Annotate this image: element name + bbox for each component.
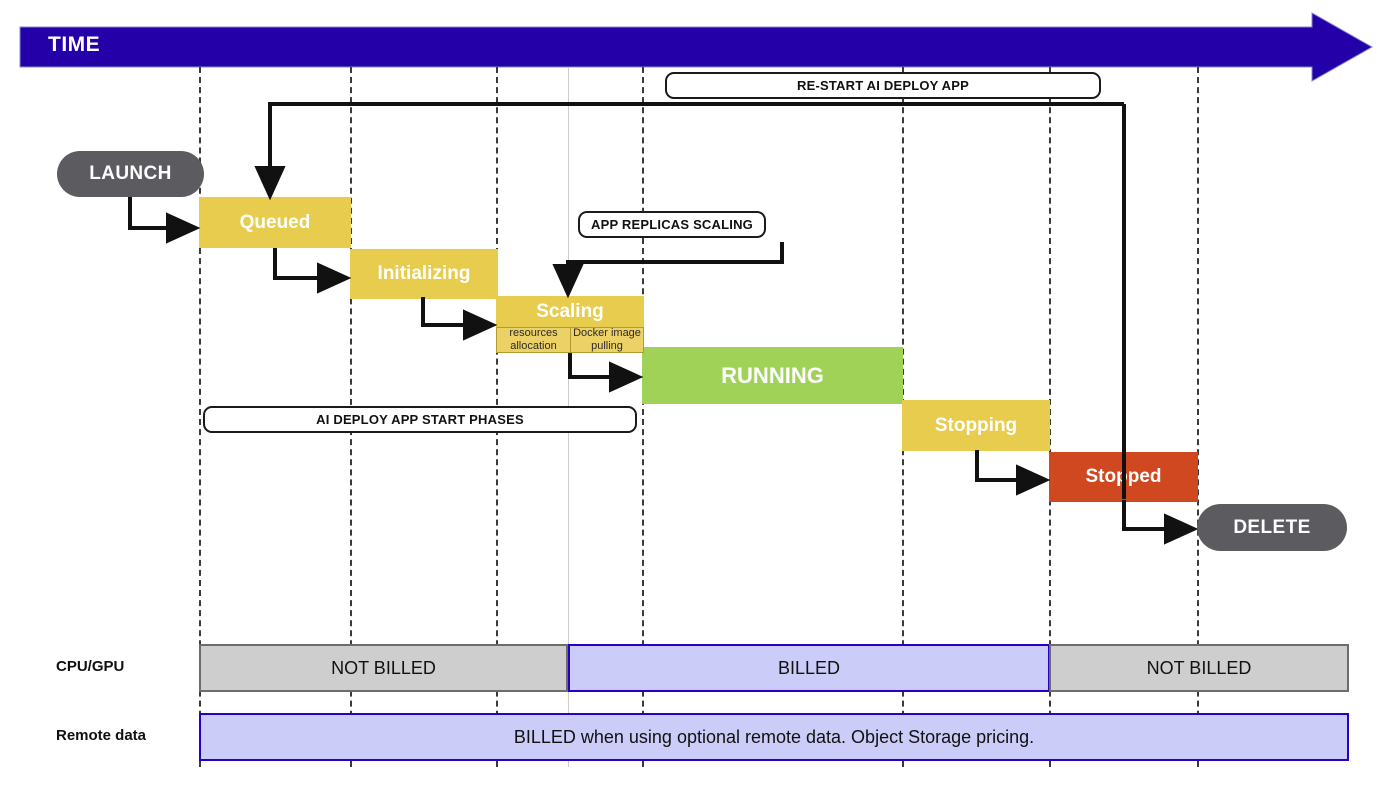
phase-running[interactable]: RUNNING — [642, 347, 903, 404]
phase-queued[interactable]: Queued — [199, 197, 351, 248]
subphase-docker-image-pulling-label: Docker image pulling — [573, 327, 641, 352]
gridline-5 — [642, 67, 644, 767]
phase-stopped-label: Stopped — [1085, 466, 1162, 487]
cpu-gpu-billed: BILLED — [568, 644, 1050, 692]
launch-badge[interactable]: LAUNCH — [57, 151, 204, 197]
phase-queued-label: Queued — [239, 211, 311, 233]
phase-initializing[interactable]: Initializing — [350, 249, 498, 299]
phase-running-label: RUNNING — [721, 362, 824, 388]
gridline-7 — [1049, 67, 1051, 767]
remote-data-billed-label: BILLED when using optional remote data. … — [513, 726, 1035, 747]
subphase-docker-image-pulling[interactable]: Docker image pulling — [570, 327, 644, 353]
callout-app-replicas-scaling[interactable]: APP REPLICAS SCALING — [578, 211, 766, 238]
gridline-8 — [1197, 67, 1199, 767]
phase-scaling-label: Scaling — [536, 301, 604, 322]
remote-data-billed: BILLED when using optional remote data. … — [199, 713, 1349, 761]
launch-badge-label: LAUNCH — [89, 163, 172, 184]
delete-badge-label: DELETE — [1233, 516, 1311, 538]
phase-stopped[interactable]: Stopped — [1049, 452, 1198, 502]
gridline-1 — [199, 67, 201, 767]
phase-initializing-label: Initializing — [377, 263, 471, 284]
callout-restart-ai-deploy-app[interactable]: RE-START AI DEPLOY APP — [665, 72, 1101, 99]
callout-start-phases-label: AI DEPLOY APP START PHASES — [316, 412, 524, 427]
phase-stopping[interactable]: Stopping — [902, 400, 1050, 451]
time-axis-label: TIME — [48, 33, 101, 56]
phase-stopping-label: Stopping — [934, 414, 1018, 436]
callout-ai-deploy-app-start-phases[interactable]: AI DEPLOY APP START PHASES — [203, 406, 637, 433]
cpu-gpu-not-billed-right-label: NOT BILLED — [1146, 657, 1252, 678]
row-label-remote-data: Remote data — [56, 727, 147, 744]
subphase-resources-allocation[interactable]: resources allocation — [496, 327, 571, 353]
phase-scaling[interactable]: Scaling — [496, 296, 644, 328]
cpu-gpu-not-billed-right: NOT BILLED — [1049, 644, 1349, 692]
cpu-gpu-not-billed-left: NOT BILLED — [199, 644, 568, 692]
callout-replicas-label: APP REPLICAS SCALING — [591, 217, 753, 232]
row-label-cpu-gpu: CPU/GPU — [56, 658, 125, 675]
delete-badge[interactable]: DELETE — [1197, 504, 1347, 551]
cpu-gpu-billed-label: BILLED — [777, 657, 841, 678]
subphase-resources-allocation-label: resources allocation — [509, 327, 558, 352]
cpu-gpu-not-billed-left-label: NOT BILLED — [331, 657, 436, 678]
callout-restart-label: RE-START AI DEPLOY APP — [797, 78, 969, 93]
